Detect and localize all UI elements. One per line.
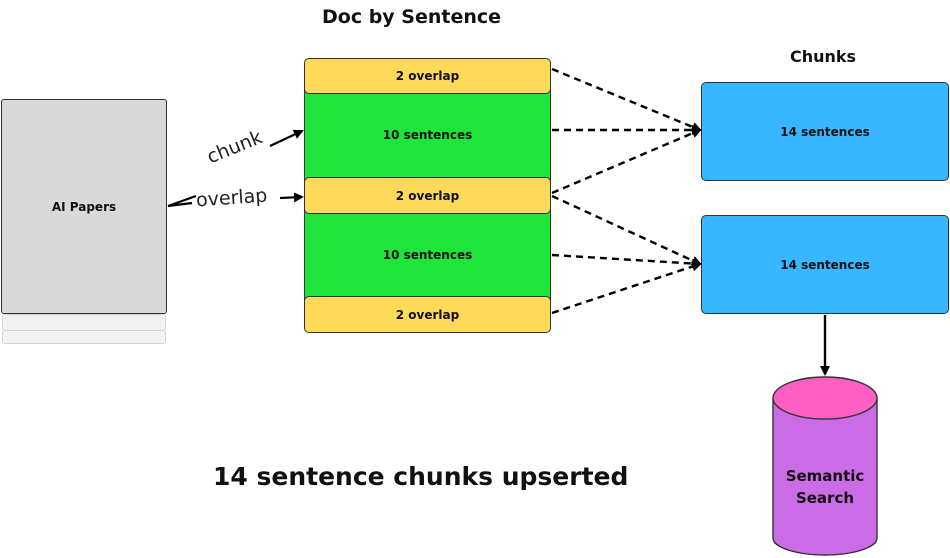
semantic-search-database (772, 376, 878, 556)
ai-papers-label: AI Papers (51, 199, 117, 214)
chunks-title: Chunks (790, 47, 857, 66)
segment-label: 2 overlap (395, 69, 460, 83)
segment-label: 2 overlap (395, 307, 460, 322)
database-label: Semantic Search (775, 465, 875, 509)
doc-segment-overlap-2: 2 overlap (304, 177, 551, 214)
overlap-arrow-tail (167, 201, 193, 208)
ai-papers-document: AI Papers (1, 99, 167, 314)
segment-label: 10 sentences (382, 128, 473, 142)
segment-label: 10 sentences (382, 248, 473, 262)
segment-label: 2 overlap (395, 188, 460, 203)
paper-stack-shadow-front (2, 314, 166, 331)
doc-segment-overlap-3: 2 overlap (304, 296, 551, 333)
chunk-arrow-head (269, 129, 304, 147)
chunk-1-arrows (551, 67, 702, 195)
chunk-box-2: 14 sentences (701, 215, 949, 314)
doc-segment-overlap-1: 2 overlap (304, 58, 551, 94)
database-label-line-2: Search (795, 489, 855, 507)
chunk-label: 14 sentences (780, 124, 870, 139)
chunk-2-arrows (551, 194, 702, 315)
chunk-label: 14 sentences (780, 257, 870, 272)
database-label-line-1: Semantic (785, 467, 865, 485)
summary-caption: 14 sentence chunks upserted (213, 462, 629, 491)
chunk-box-1: 14 sentences (701, 82, 949, 181)
doc-segment-sentences-1: 10 sentences (304, 84, 551, 186)
source-arrows (167, 129, 304, 208)
overlap-arrow-head (279, 192, 304, 203)
database-top (772, 376, 878, 420)
database-body (772, 398, 878, 556)
doc-by-sentence-title: Doc by Sentence (322, 6, 502, 28)
